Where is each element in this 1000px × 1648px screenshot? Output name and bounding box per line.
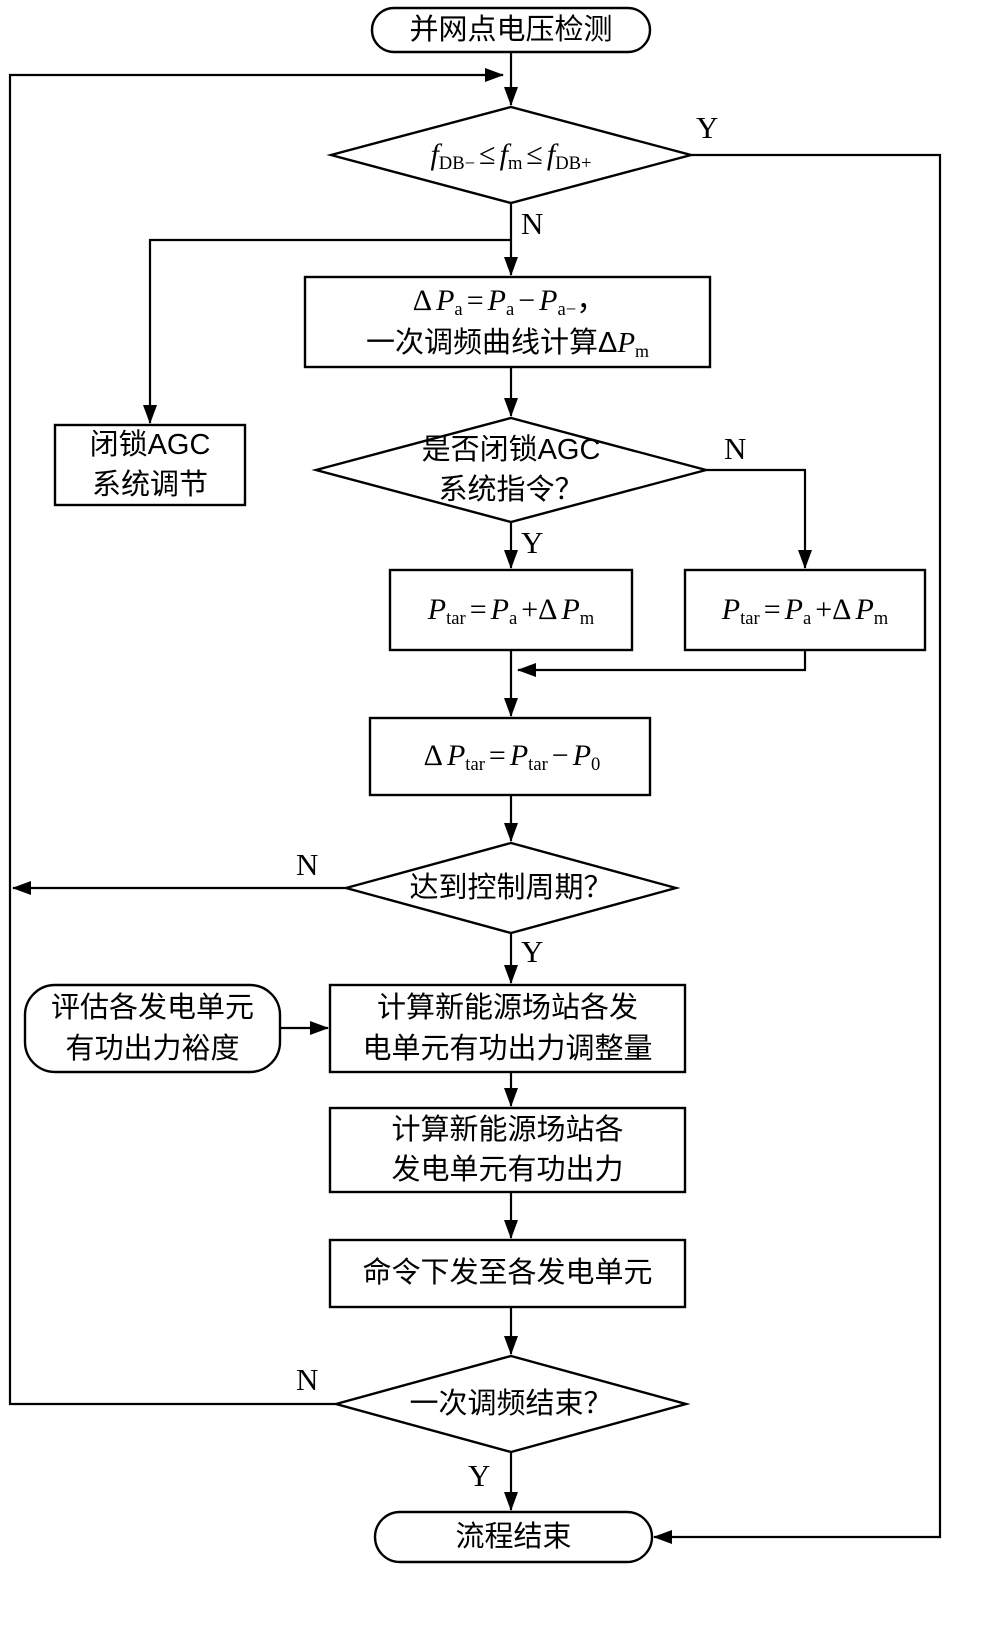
dispatch-box-shape (328, 1238, 687, 1309)
block-agc-box-label: 闭锁AGC 系统调节 (89, 428, 211, 501)
branch-label-freq-yes: Y (696, 110, 719, 145)
freq-deadband-formula: fDB−≤fm≤fDB+ (430, 137, 592, 174)
block-agc-box-shape (53, 423, 247, 507)
branch-label-period-yes: Y (521, 934, 544, 969)
period-check-diamond-shape (341, 841, 681, 935)
edge-agc-no-to-ptar-right (706, 468, 812, 569)
freq-deadband-condition-label: fDB−≤fm≤fDB+ (331, 107, 691, 203)
ptar-right-box-shape (683, 568, 927, 652)
edge-ptar-right-join (517, 650, 807, 677)
branch-label-agc-no: N (724, 431, 747, 466)
eval-margin-node-shape (23, 983, 282, 1074)
dispatch-box-label: 命令下发至各发电单元 (362, 1257, 653, 1290)
delta-ptar-box-shape (368, 716, 652, 797)
branch-label-period-no: N (296, 847, 319, 882)
eval-margin-node-label: 评估各发电单元 有功出力裕度 (50, 992, 254, 1065)
calc-output-box-label: 计算新能源场站各 发电单元有功出力 (391, 1113, 624, 1186)
branch-label-agc-yes: Y (521, 525, 544, 560)
branch-label-pfr-yes: Y (468, 1458, 491, 1493)
edge-loop-return (8, 68, 504, 1406)
calc-adjust-box-shape (328, 983, 687, 1074)
freq-check-diamond-shape (326, 105, 696, 205)
end-node-label: 流程结束 (455, 1520, 572, 1553)
pfr-end-diamond-label: 一次调频结束？ (409, 1387, 613, 1420)
start-node-label: 并网点电压检测 (409, 13, 613, 46)
branch-label-pfr-no: N (296, 1362, 319, 1397)
period-check-diamond-label: 达到控制周期？ (409, 871, 613, 904)
start-node-shape (370, 6, 652, 54)
agc-check-diamond-shape (311, 416, 711, 524)
end-node-shape (373, 1510, 654, 1564)
delta-pa-box-shape (303, 275, 712, 369)
calc-output-box-shape (328, 1106, 687, 1194)
ptar-left-box-shape (388, 568, 634, 652)
edge-branch-to-block-agc (143, 238, 511, 424)
pfr-end-diamond-shape (331, 1354, 691, 1454)
edge-freq-yes-to-end (653, 153, 942, 1544)
branch-label-freq-no: N (521, 206, 544, 241)
calc-adjust-box-label: 计算新能源场站各发 电单元有功出力调整量 (362, 992, 653, 1065)
delta-pa-formula-line2: 一次调频曲线计算ΔPm (365, 327, 650, 362)
agc-check-diamond-label: 是否闭锁AGC 系统指令？ (421, 433, 601, 506)
